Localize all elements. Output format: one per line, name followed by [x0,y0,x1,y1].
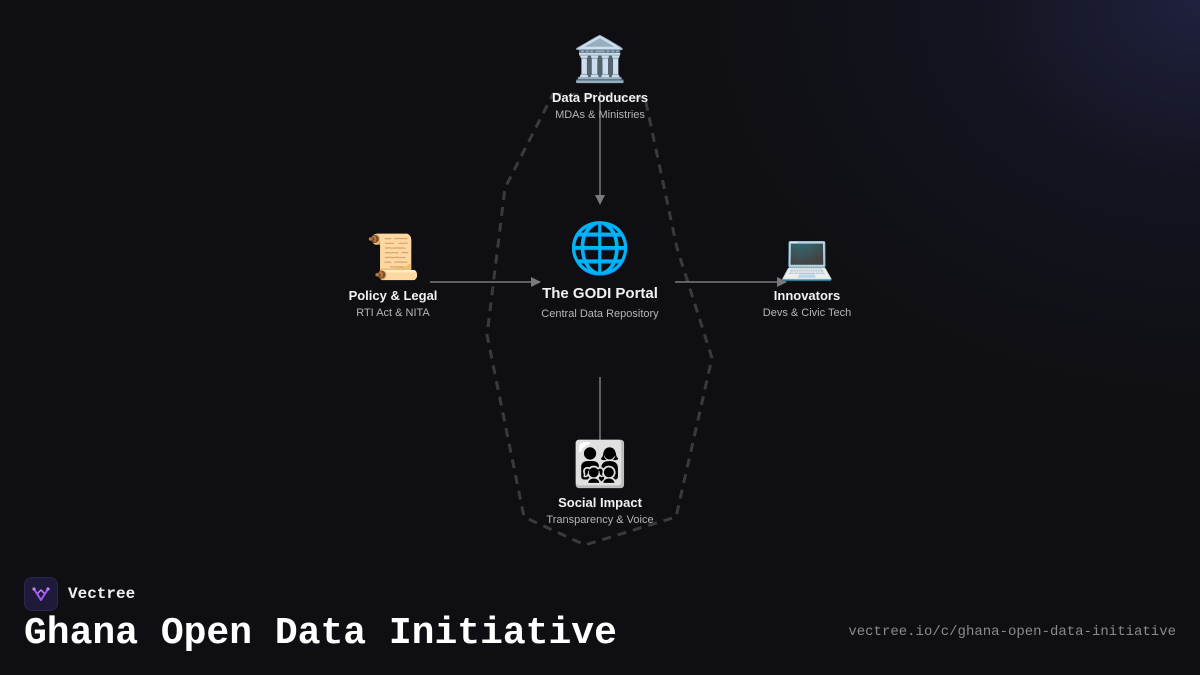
node-title: Social Impact [558,495,642,510]
node-title: Policy & Legal [348,288,438,303]
node-godi-portal[interactable]: 🌐 The GODI Portal Central Data Repositor… [500,219,700,320]
node-policy-legal[interactable]: 📜 Policy & Legal RTI Act & NITA [293,232,493,319]
node-subtitle: MDAs & Ministries [555,109,645,121]
brand[interactable]: Vectree [24,577,135,611]
node-subtitle: Devs & Civic Tech [762,307,852,319]
brand-name: Vectree [68,585,136,603]
node-innovators[interactable]: 💻 Innovators Devs & Civic Tech [707,232,907,319]
node-title: Innovators [773,288,841,303]
page-title: Ghana Open Data Initiative [24,612,617,655]
node-social-impact[interactable]: 👨‍👩‍👧‍👦 Social Impact Transparency & Voi… [500,439,700,526]
node-subtitle: Transparency & Voice [546,514,654,526]
scroll-icon: 📜 [365,232,421,283]
node-subtitle: Central Data Repository [541,308,659,320]
globe-icon: 🌐 [568,219,632,277]
family-icon: 👨‍👩‍👧‍👦 [572,439,628,490]
page-url[interactable]: vectree.io/c/ghana-open-data-initiative [848,624,1176,640]
government-building-icon: 🏛️ [572,34,628,85]
node-data-producers[interactable]: 🏛️ Data Producers MDAs & Ministries [500,34,700,121]
node-subtitle: RTI Act & NITA [356,307,430,319]
node-title: Data Producers [551,90,649,105]
node-title: The GODI Portal [542,285,658,302]
laptop-icon: 💻 [779,232,835,283]
cluster-outline [485,92,714,547]
vectree-logo-icon [24,577,58,611]
